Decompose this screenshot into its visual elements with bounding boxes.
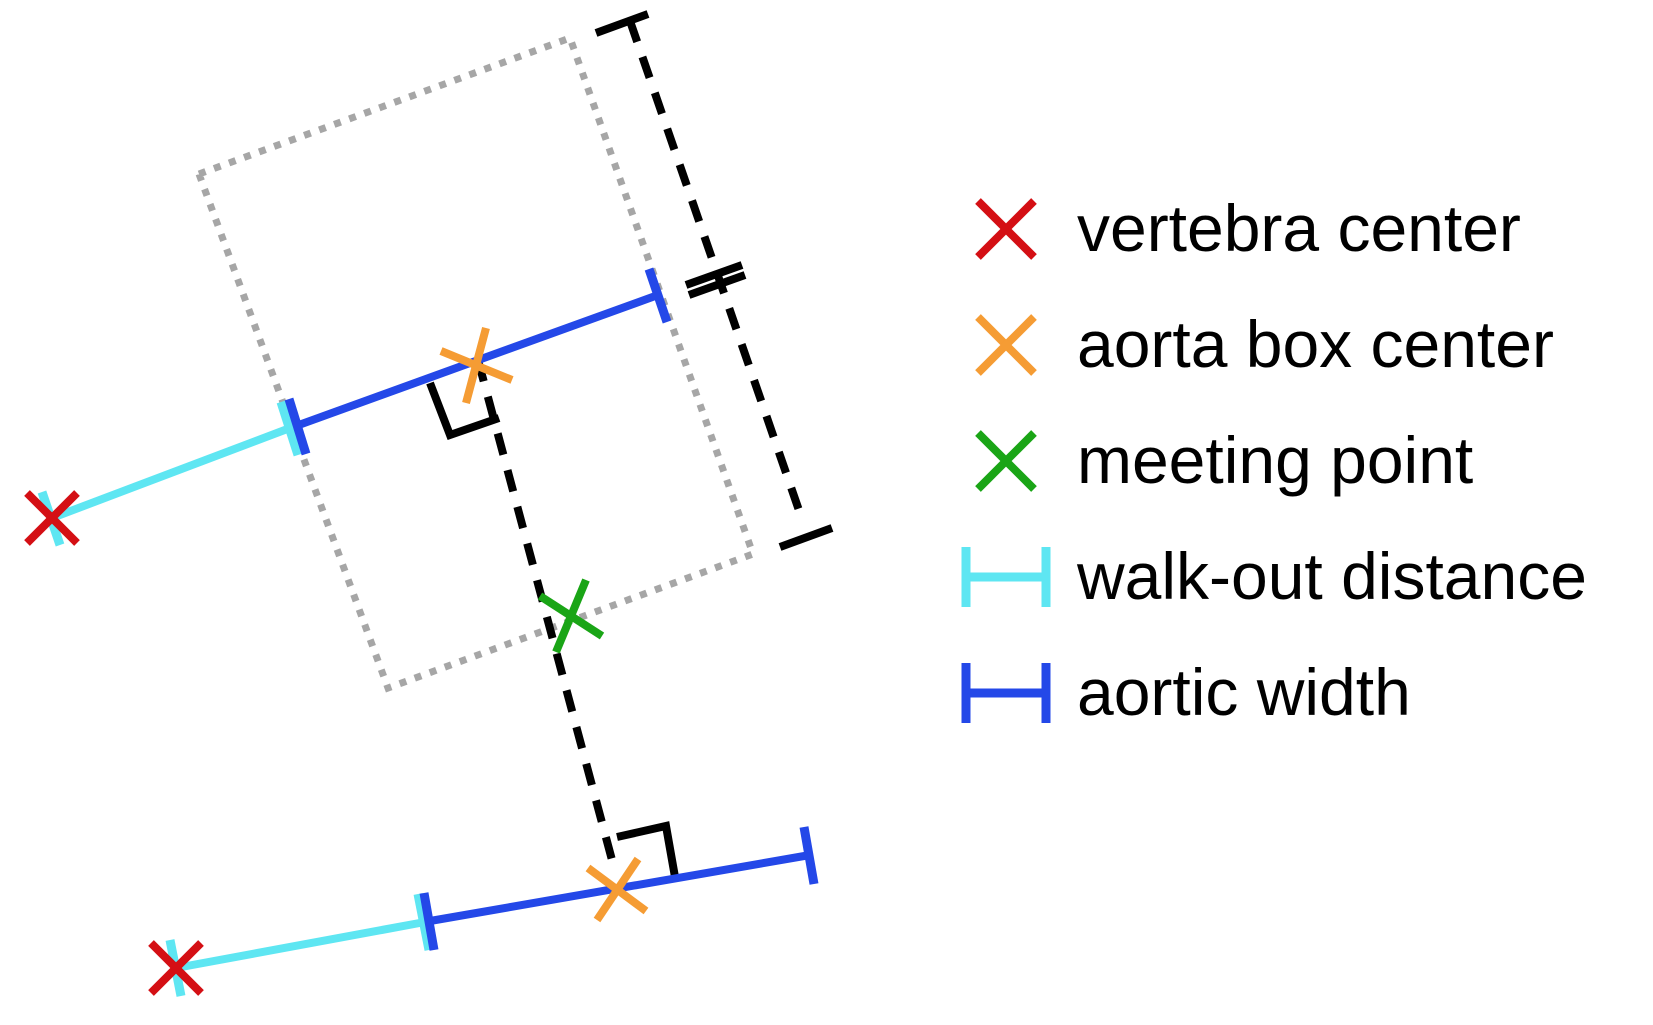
legend-label: walk-out distance xyxy=(1076,539,1587,613)
cross-icon xyxy=(975,314,1037,376)
right-angle-marker-upper xyxy=(426,381,501,441)
cross-icon xyxy=(975,198,1037,260)
legend-label: aorta box center xyxy=(1077,307,1554,381)
perpendicular-line xyxy=(474,358,616,862)
legend-item-meeting-point: meeting point xyxy=(975,423,1473,497)
measurement-bar-icon xyxy=(961,547,1051,607)
legend-label: vertebra center xyxy=(1077,191,1521,265)
legend-item-vertebra-center: vertebra center xyxy=(975,191,1521,265)
box-height-dimension xyxy=(594,10,834,551)
aortic-width-cap-lower xyxy=(799,826,819,885)
aortic-width-cap-upper xyxy=(284,397,311,456)
legend-item-walk-out-distance: walk-out distance xyxy=(961,539,1587,613)
walk-out-distance-line-lower xyxy=(175,918,426,972)
legend-item-aortic-width: aortic width xyxy=(961,655,1411,729)
break-mark xyxy=(684,261,744,289)
vertebra-center-marker xyxy=(24,490,80,546)
measurement-bar-icon xyxy=(961,663,1051,723)
right-angle-marker-lower xyxy=(616,821,679,878)
aortic-width-cap-upper xyxy=(644,267,672,324)
legend-item-aorta-box-center: aorta box center xyxy=(975,307,1554,381)
legend-label: aortic width xyxy=(1077,655,1411,729)
legend: vertebra center aorta box center meeting p… xyxy=(961,191,1587,729)
aortic-width-cap-lower xyxy=(419,892,439,951)
vertebra-center-marker xyxy=(148,940,204,996)
walk-out-distance-cap-upper xyxy=(276,400,303,457)
legend-label: meeting point xyxy=(1077,423,1473,497)
box-height-dimension-line xyxy=(626,19,807,524)
box-height-end-cap-bottom xyxy=(778,524,834,551)
break-mark xyxy=(687,271,747,299)
box-height-end-cap-top xyxy=(594,10,650,37)
walk-out-distance-line-upper xyxy=(50,424,292,522)
meeting-point-marker xyxy=(537,578,605,654)
walk-out-distance-cap-lower xyxy=(413,893,434,951)
cross-icon xyxy=(975,430,1037,492)
aorta-box-center-marker xyxy=(439,326,514,405)
aorta-box-center-marker xyxy=(585,856,649,923)
